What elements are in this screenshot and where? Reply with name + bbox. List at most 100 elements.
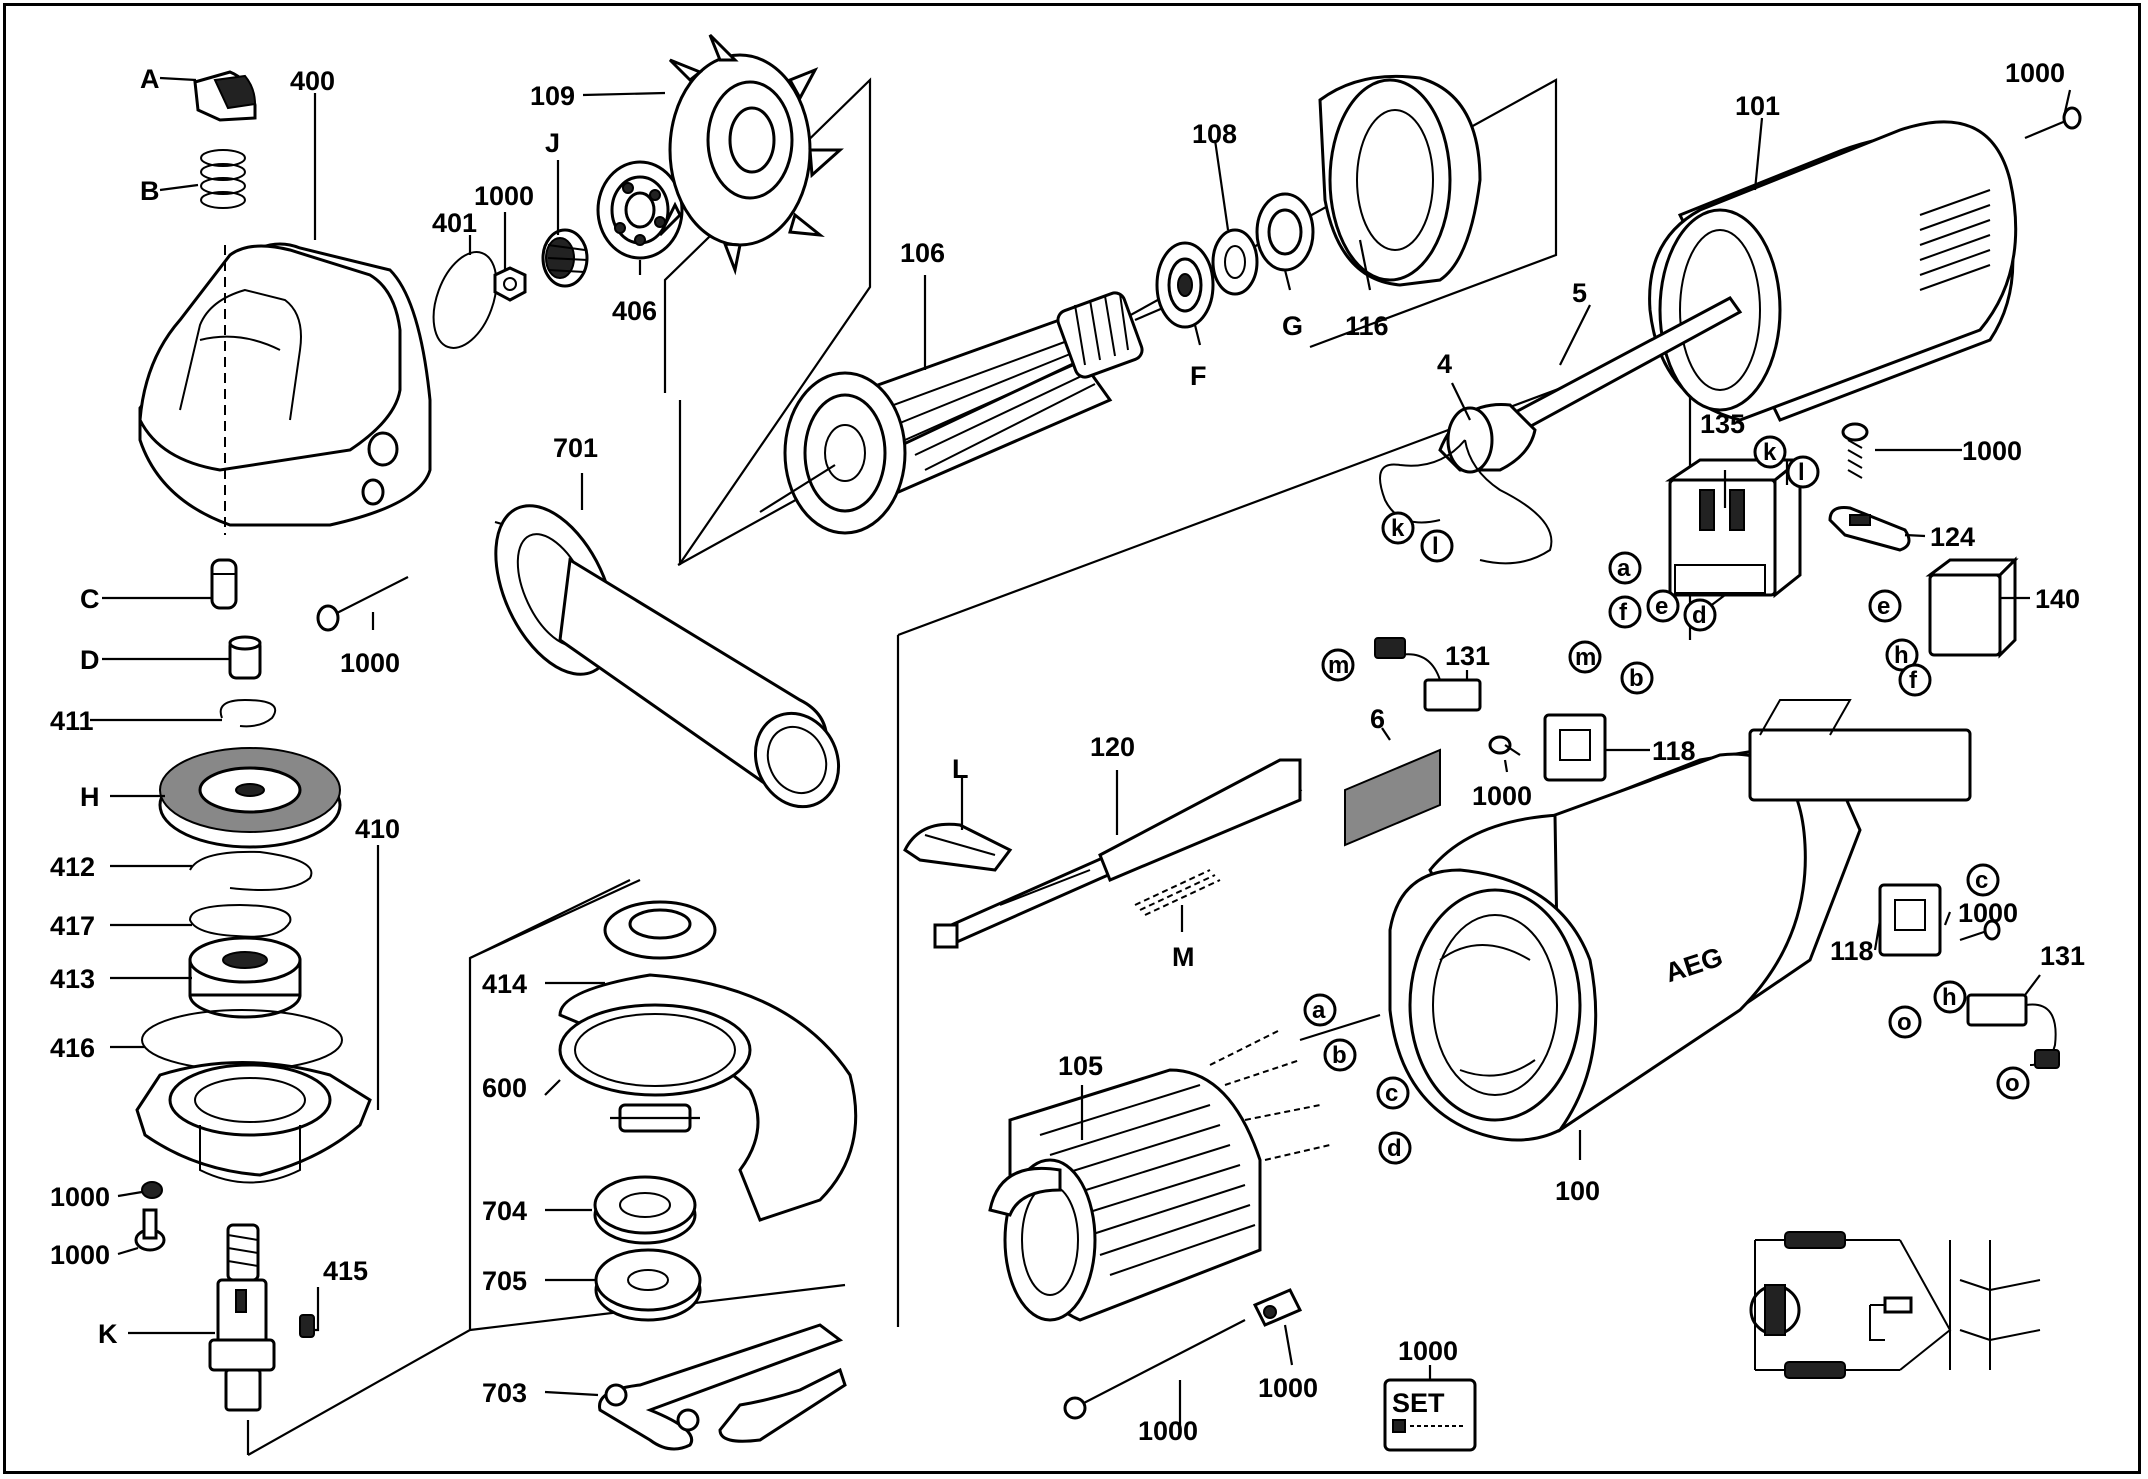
svg-text:m: m <box>1328 652 1349 679</box>
armature-106 <box>759 291 1171 535</box>
set-badge: SET <box>1383 1378 1477 1452</box>
spring-M <box>1134 869 1221 916</box>
connector-m-holder: m <box>1568 640 1602 674</box>
label-704: 704 <box>482 1196 527 1226</box>
label-135: 135 <box>1700 409 1745 439</box>
ring-412 <box>189 850 313 892</box>
circlip-411 <box>219 698 277 728</box>
connector-k-wire: k <box>1381 511 1415 545</box>
clip-1000-coil <box>1252 1288 1303 1327</box>
brush-131-upper <box>1374 637 1482 712</box>
label-G: G <box>1282 311 1303 341</box>
svg-text:a: a <box>1617 555 1631 582</box>
screw-1000-handle <box>316 576 409 632</box>
svg-text:b: b <box>1629 665 1644 692</box>
label-1000-b: 1000 <box>2005 58 2065 88</box>
cable-5 <box>1438 296 1743 474</box>
label-B: B <box>140 176 160 206</box>
bearing-F <box>1155 241 1215 329</box>
label-6: 6 <box>1370 704 1385 734</box>
sleeve-D <box>228 635 262 680</box>
connector-f-capacitor: f <box>1898 663 1932 697</box>
label-600: 600 <box>482 1073 527 1103</box>
connector-c-holder: c <box>1966 863 2000 897</box>
label-406: 406 <box>612 296 657 326</box>
label-131-b: 131 <box>2040 941 2085 971</box>
label-1000-c: 1000 <box>340 648 400 678</box>
connector-d-coil: d <box>1378 1131 1412 1165</box>
connector-k-switch: k <box>1753 435 1787 469</box>
key-415 <box>299 1314 315 1338</box>
washer-414 <box>603 900 717 960</box>
fan-109 <box>658 33 844 276</box>
flange-410 <box>135 1061 372 1184</box>
svg-text:l: l <box>1798 459 1805 486</box>
capacitor-140 <box>1925 556 2019 659</box>
label-L: L <box>952 754 969 784</box>
housing-cover-101 <box>1648 120 2018 422</box>
label-417: 417 <box>50 911 95 941</box>
diagram-border <box>3 3 2141 1474</box>
label-705: 705 <box>482 1266 527 1296</box>
leader-lines <box>90 76 2072 1425</box>
screw-1000-cover <box>2024 106 2082 140</box>
label-401: 401 <box>432 208 477 238</box>
label-1000-k: 1000 <box>1398 1336 1458 1366</box>
label-4: 4 <box>1437 349 1452 379</box>
knob-A <box>193 70 257 122</box>
label-A: A <box>140 64 160 94</box>
svg-text:l: l <box>1432 533 1439 560</box>
label-109: 109 <box>530 81 575 111</box>
pin-C <box>210 558 238 610</box>
label-116: 116 <box>1345 311 1389 341</box>
label-1000-e: 1000 <box>50 1240 110 1270</box>
label-105: 105 <box>1058 1051 1103 1081</box>
switch-135 <box>1665 456 1805 599</box>
flange-704 <box>593 1175 697 1245</box>
brush-131-lower <box>1966 993 2060 1069</box>
svg-text:b: b <box>1332 1042 1347 1069</box>
label-C: C <box>80 584 100 614</box>
svg-text:a: a <box>1312 997 1326 1024</box>
section-frames <box>246 77 1692 1456</box>
connector-markers: k l k l a f e d m m b e h f c h o o a b … <box>1303 435 2030 1165</box>
label-106: 106 <box>900 238 945 268</box>
pinion-J <box>541 228 589 288</box>
connector-l-switch: l <box>1786 455 1820 489</box>
label-416: 416 <box>50 1033 95 1063</box>
label-101: 101 <box>1735 91 1780 121</box>
svg-text:f: f <box>1909 667 1918 694</box>
label-5: 5 <box>1572 278 1587 308</box>
label-131-a: 131 <box>1445 641 1490 671</box>
label-120: 120 <box>1090 732 1135 762</box>
connector-h-holder: h <box>1933 980 1967 1014</box>
label-K: K <box>98 1319 118 1349</box>
vent-slots <box>1919 189 1991 291</box>
screw-1000-flange-a <box>141 1181 163 1199</box>
label-413: 413 <box>50 964 95 994</box>
label-1000-i: 1000 <box>1138 1416 1198 1446</box>
switch-rod-120 <box>933 758 1303 949</box>
gear-housing-400 <box>138 242 432 535</box>
label-400: 400 <box>290 66 335 96</box>
o-ring-401 <box>432 251 498 349</box>
connector-o-holder: o <box>1888 1005 1922 1039</box>
bearing-413 <box>188 936 302 1019</box>
ring-417 <box>188 903 292 938</box>
brush-holder-118-upper <box>1543 713 1607 782</box>
label-1000-h: 1000 <box>1958 898 2018 928</box>
svg-text:c: c <box>1385 1080 1398 1107</box>
connector-a-switch: a <box>1608 551 1642 585</box>
switch-lever-L <box>903 822 1013 872</box>
spring-B <box>200 149 246 209</box>
connector-m-brush: m <box>1321 648 1355 682</box>
svg-text:o: o <box>2005 1070 2020 1097</box>
connector-l-wire: l <box>1420 529 1454 563</box>
label-414: 414 <box>482 969 527 999</box>
label-124: 124 <box>1930 522 1975 552</box>
label-410: 410 <box>355 814 400 844</box>
svg-text:c: c <box>1975 867 1988 894</box>
svg-text:k: k <box>1763 439 1777 466</box>
washer-108 <box>1211 228 1259 296</box>
